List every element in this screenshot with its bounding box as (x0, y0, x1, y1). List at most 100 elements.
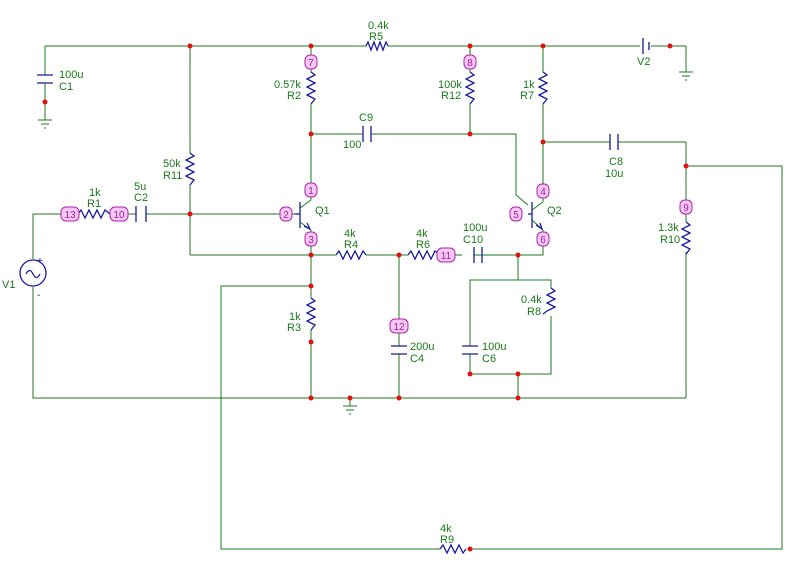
r3-value: 1k (289, 311, 301, 323)
r3-resistor[interactable] (305, 297, 317, 331)
c1-name: C1 (59, 81, 73, 93)
c9-capacitor[interactable] (362, 126, 372, 142)
r1-resistor[interactable] (77, 208, 111, 220)
r5-name: R5 (369, 31, 383, 43)
q1-transistor[interactable] (295, 202, 312, 231)
q2-name: Q2 (547, 205, 562, 217)
r7-name: R7 (520, 90, 534, 102)
svg-text:9: 9 (683, 203, 689, 214)
svg-text:3: 3 (308, 235, 314, 246)
c6-capacitor[interactable] (462, 345, 478, 355)
svg-text:5: 5 (513, 210, 519, 221)
node-3: 3 (304, 231, 318, 247)
component-labels: 0.4k R5 0.57k R2 100k R12 1k R7 100u C1 … (2, 20, 680, 546)
svg-text:1: 1 (308, 186, 314, 197)
r7-resistor[interactable] (537, 71, 549, 105)
ground-symbol-main (343, 405, 357, 415)
node-markers: 1 2 3 4 5 6 7 8 9 10 11 12 13 (60, 54, 693, 334)
c6-name: C6 (482, 353, 496, 365)
svg-text:10: 10 (113, 210, 125, 221)
r4-resistor[interactable] (335, 249, 367, 261)
c4-value: 200u (410, 341, 434, 353)
c8-name: C8 (609, 156, 623, 168)
r6-value: 4k (416, 228, 428, 240)
c2-capacitor[interactable] (135, 206, 147, 222)
c9-name: C9 (359, 112, 373, 124)
node-1: 1 (304, 182, 318, 198)
v1-plus-sign: + (37, 256, 43, 267)
r11-value: 50k (163, 158, 181, 170)
node-5: 5 (509, 206, 523, 222)
r10-value: 1.3k (658, 222, 679, 234)
r5-resistor[interactable] (365, 40, 389, 52)
r6-resistor[interactable] (407, 249, 441, 261)
node-10: 10 (109, 206, 129, 222)
r5-value: 0.4k (368, 20, 389, 32)
svg-text:8: 8 (467, 58, 473, 69)
v1-minus-sign: - (37, 290, 40, 301)
node-7: 7 (304, 54, 318, 70)
node-8: 8 (463, 54, 477, 70)
r1-value: 1k (89, 187, 101, 199)
q2-transistor[interactable] (528, 202, 544, 231)
r8-name: R8 (527, 306, 541, 318)
r4-value: 4k (344, 228, 356, 240)
r9-resistor[interactable] (439, 543, 467, 555)
r7-value: 1k (523, 79, 535, 91)
node-9: 9 (679, 199, 693, 215)
r12-value: 100k (438, 79, 462, 91)
r8-resistor[interactable] (542, 287, 557, 315)
r9-value: 4k (440, 523, 452, 535)
c6-value: 100u (482, 341, 506, 353)
svg-text:13: 13 (64, 210, 76, 221)
c8-capacitor[interactable] (609, 134, 619, 150)
junctions (42, 43, 689, 552)
ground-symbol-c1 (38, 119, 52, 129)
r2-resistor[interactable] (305, 71, 317, 105)
node-4: 4 (536, 183, 550, 199)
node-11: 11 (436, 247, 456, 263)
v2-battery[interactable] (642, 38, 650, 54)
r2-value: 0.57k (274, 79, 301, 91)
c1-value: 100u (59, 69, 83, 81)
r9-name: R9 (440, 534, 454, 546)
c9-value: 100 (343, 139, 361, 151)
svg-text:7: 7 (308, 58, 314, 69)
v1-source[interactable]: + - (19, 256, 47, 301)
r12-resistor[interactable] (464, 71, 476, 105)
c1-capacitor[interactable] (37, 74, 53, 84)
svg-text:4: 4 (540, 187, 546, 198)
ground-symbol-v2 (679, 71, 693, 81)
r4-name: R4 (344, 239, 358, 251)
svg-text:11: 11 (441, 251, 452, 262)
svg-text:12: 12 (393, 322, 405, 333)
r12-name: R12 (441, 90, 461, 102)
wires (32, 45, 783, 550)
c4-capacitor[interactable] (391, 345, 407, 355)
v2-name: V2 (637, 56, 650, 68)
r1-name: R1 (87, 198, 101, 210)
c10-name: C10 (463, 234, 483, 246)
r11-name: R11 (163, 170, 182, 182)
c10-capacitor[interactable] (473, 247, 483, 263)
r10-resistor[interactable] (680, 221, 692, 255)
r10-name: R10 (660, 234, 680, 246)
r3-name: R3 (287, 322, 301, 334)
r11-resistor[interactable] (184, 152, 196, 186)
c2-value: 5u (134, 181, 146, 193)
node-13: 13 (60, 206, 80, 222)
q1-name: Q1 (315, 205, 330, 217)
r6-name: R6 (416, 239, 430, 251)
svg-text:6: 6 (540, 235, 546, 246)
node-2: 2 (279, 206, 293, 222)
node-6: 6 (536, 231, 550, 247)
c2-name: C2 (134, 192, 148, 204)
c4-name: C4 (410, 353, 424, 365)
c8-value: 10u (605, 168, 623, 180)
svg-text:2: 2 (283, 210, 289, 221)
r2-name: R2 (287, 90, 301, 102)
v1-name: V1 (2, 279, 15, 291)
node-12: 12 (389, 318, 409, 334)
r8-value: 0.4k (521, 294, 542, 306)
